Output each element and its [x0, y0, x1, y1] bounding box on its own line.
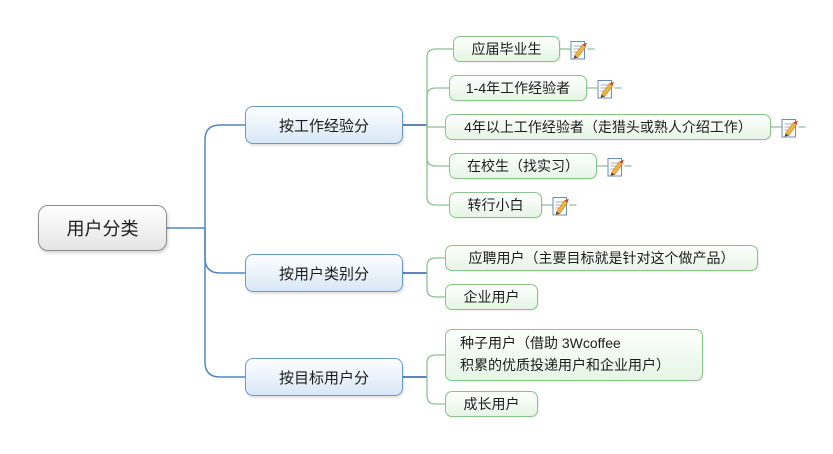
note-icon[interactable]: [570, 39, 588, 60]
leaf-career-changer[interactable]: 转行小白: [449, 192, 542, 218]
note-icon[interactable]: [597, 78, 615, 99]
branch-stub-wires: [402, 124, 428, 378]
leaf-student-internship[interactable]: 在校生（找实习）: [449, 153, 597, 179]
root-branch-wires: [166, 124, 246, 378]
leaf-4yr-plus-experience[interactable]: 4年以上工作经验者（走猎头或熟人介绍工作）: [445, 114, 771, 140]
branch-work-experience[interactable]: 按工作经验分: [245, 106, 403, 144]
leaf-fresh-graduate[interactable]: 应届毕业生: [453, 36, 560, 62]
leaf-1-4yr-experience[interactable]: 1-4年工作经验者: [449, 75, 587, 101]
note-icon[interactable]: [781, 117, 799, 138]
branch-user-category[interactable]: 按用户类别分: [245, 254, 403, 292]
leaf-growth-user[interactable]: 成长用户: [445, 391, 538, 417]
leaf-enterprise-user[interactable]: 企业用户: [445, 284, 538, 310]
note-icon[interactable]: [607, 156, 625, 177]
root-topic[interactable]: 用户分类: [38, 205, 167, 251]
note-icon[interactable]: [552, 195, 570, 216]
branch-leaf-wires: [426, 48, 806, 405]
leaf-seed-user[interactable]: 种子用户（借助 3Wcoffee 积累的优质投递用户和企业用户）: [445, 329, 703, 381]
branch-target-user[interactable]: 按目标用户分: [245, 358, 403, 396]
leaf-applicant-user[interactable]: 应聘用户（主要目标就是针对这个做产品）: [445, 245, 758, 271]
